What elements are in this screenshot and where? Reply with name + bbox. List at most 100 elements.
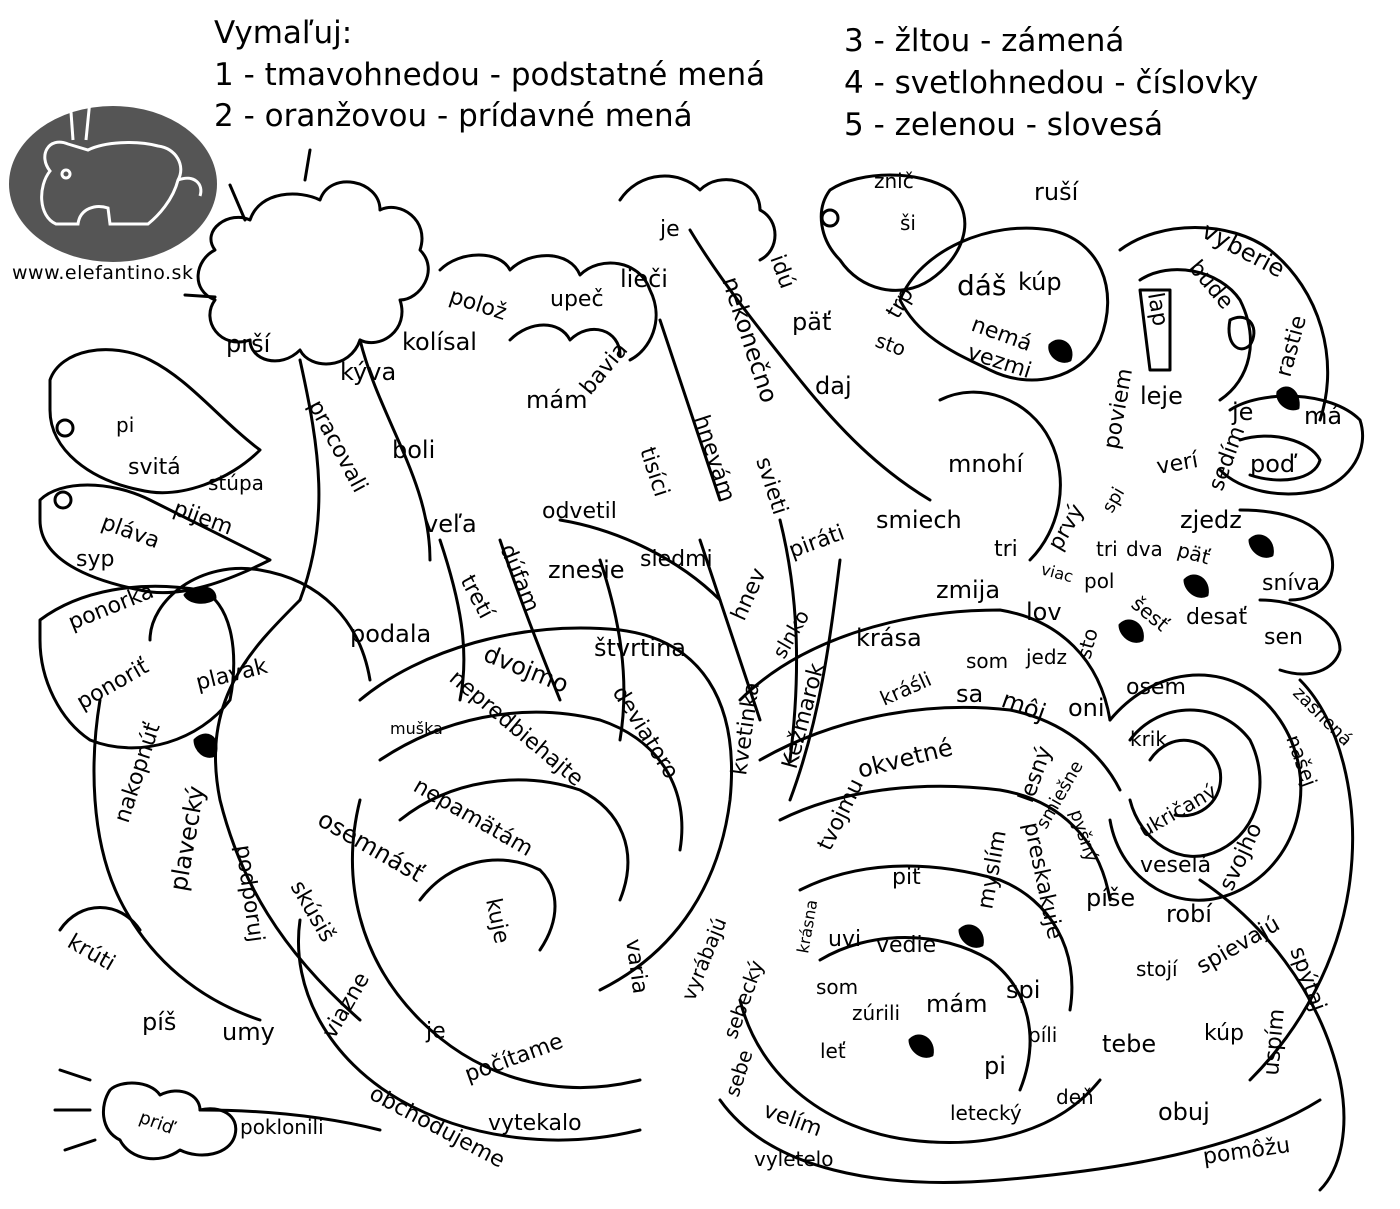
- word: podporuj: [230, 843, 268, 943]
- logo-url: www.elefantino.sk: [12, 262, 194, 284]
- word: syp: [76, 547, 114, 572]
- elephant-rabbit-logo-icon: [9, 97, 217, 262]
- word: deň: [1056, 1085, 1094, 1109]
- word: dúfam: [494, 541, 544, 616]
- word: veľa: [424, 510, 477, 538]
- word: ponoriť: [73, 654, 154, 715]
- word: osemnásť: [313, 805, 428, 888]
- word: je: [1231, 398, 1253, 426]
- word: stúpa: [208, 471, 264, 495]
- word: poklonili: [240, 1115, 324, 1139]
- word: päť: [1175, 538, 1213, 570]
- word: viazne: [318, 968, 375, 1043]
- instructions-title: Vymaľuj:: [214, 15, 353, 51]
- word: kýva: [340, 358, 396, 386]
- word: tri: [994, 537, 1018, 562]
- word: zmija: [936, 576, 1000, 604]
- word: spi: [1098, 484, 1129, 517]
- word: vyrábajú: [676, 914, 731, 1004]
- word: sto: [872, 328, 909, 361]
- word: obuj: [1158, 1098, 1210, 1126]
- word: je: [425, 1019, 446, 1044]
- word: ruší: [1034, 178, 1080, 206]
- word: jedz: [1025, 645, 1067, 669]
- word: krásna: [793, 898, 821, 954]
- word: zúrili: [852, 1001, 900, 1025]
- word: okvetné: [855, 733, 956, 784]
- word: polož: [446, 284, 509, 326]
- word: sen: [1264, 625, 1303, 650]
- word: ši: [900, 211, 916, 235]
- word: krúti: [63, 930, 119, 977]
- word: lieči: [620, 265, 668, 293]
- word: slnko: [768, 606, 815, 663]
- word: smiech: [876, 506, 962, 534]
- word: myslím: [973, 828, 1011, 911]
- word: píš: [142, 1008, 176, 1036]
- word: nepamätám: [409, 774, 537, 862]
- word: bude: [1183, 256, 1238, 315]
- word: osem: [1126, 675, 1186, 700]
- word: poviem: [1099, 366, 1138, 451]
- word: zjedz: [1180, 506, 1242, 534]
- word: kuje: [480, 896, 514, 946]
- word: lov: [1026, 598, 1062, 626]
- word: deviatoro: [607, 682, 683, 784]
- word: som: [966, 649, 1008, 673]
- word: pi: [984, 1052, 1006, 1080]
- word: vytekalo: [488, 1111, 582, 1136]
- word: krása: [856, 624, 922, 652]
- word: veselá: [1140, 853, 1211, 878]
- word: svojho: [1215, 819, 1268, 894]
- word: viac: [1039, 560, 1075, 587]
- word: poď: [1250, 450, 1298, 478]
- word: pijem: [170, 496, 236, 540]
- word: varia: [620, 937, 652, 995]
- word: tebe: [1102, 1030, 1156, 1058]
- word: letecký: [950, 1101, 1022, 1125]
- word: píše: [1086, 884, 1135, 912]
- word: verí: [1155, 448, 1201, 480]
- word: kúp: [1204, 1021, 1244, 1046]
- word: skúsiš: [285, 877, 340, 947]
- instruction-line-3: 3 - žltou - zámená: [844, 23, 1125, 59]
- word: mám: [526, 386, 587, 414]
- instruction-line-5: 5 - zelenou - slovesá: [844, 107, 1164, 143]
- word: rastie: [1272, 313, 1312, 380]
- word: nakopnúť: [110, 720, 166, 826]
- word: daj: [815, 372, 852, 400]
- word: vyletelo: [754, 1147, 833, 1171]
- word: tisíci: [634, 444, 673, 500]
- word: mnohí: [948, 450, 1024, 478]
- word: kúp: [1018, 268, 1062, 296]
- word: tri: [1096, 537, 1118, 561]
- word: umy: [222, 1018, 275, 1046]
- word: siedmi: [640, 547, 713, 572]
- word: znič: [874, 169, 914, 193]
- word: uvi: [828, 927, 861, 952]
- word: je: [659, 217, 680, 242]
- word: kráśli: [876, 667, 935, 711]
- word: má: [1304, 402, 1342, 430]
- word: leje: [1140, 382, 1183, 410]
- word: sebe: [720, 1047, 758, 1100]
- word: idú: [764, 252, 799, 293]
- word: stojí: [1136, 957, 1179, 981]
- word: spi: [1006, 976, 1040, 1004]
- word: svitá: [128, 455, 181, 480]
- word: plavecký: [164, 784, 210, 893]
- word: pol: [1084, 569, 1115, 593]
- word: muška: [390, 719, 443, 738]
- word: štvrtina: [594, 634, 686, 662]
- word: oni: [1068, 694, 1105, 722]
- word: preskakuje: [1018, 820, 1067, 942]
- word: päť: [792, 308, 831, 336]
- word: nekonečno: [716, 273, 783, 406]
- word: uspím: [1259, 1008, 1290, 1077]
- word: odvetil: [542, 499, 617, 524]
- word: ponorka: [65, 579, 158, 636]
- instruction-line-1: 1 - tmavohnedou - podstatné mená: [214, 57, 766, 93]
- word: podala: [350, 620, 431, 648]
- word: piráti: [786, 521, 848, 564]
- word: tvojmu: [813, 775, 869, 855]
